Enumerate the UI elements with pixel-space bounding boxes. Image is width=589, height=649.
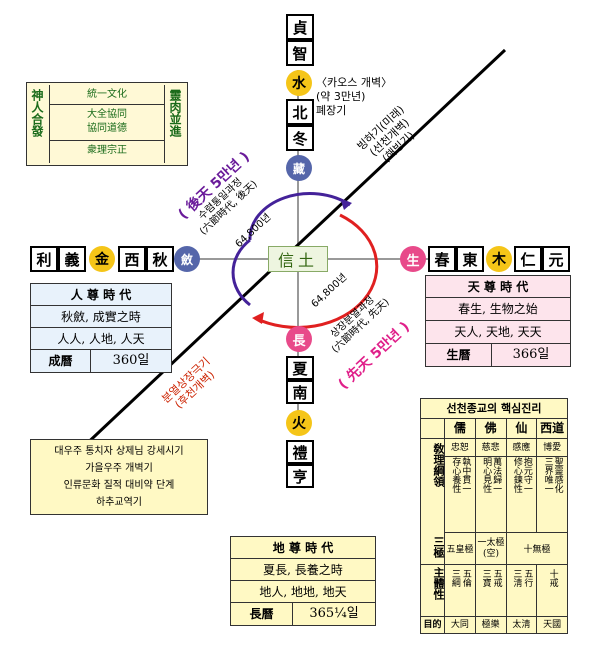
north-char-dong: 冬: [286, 125, 314, 151]
r1-c1: 忠恕: [445, 439, 476, 456]
earth-calendar: 長曆: [231, 603, 293, 625]
jungri-jongjeong: 衆理宗正: [87, 145, 127, 156]
west-char-ui: 義: [58, 246, 86, 272]
saeng-circle: 生: [400, 246, 426, 272]
north-char-ji: 智: [286, 40, 314, 66]
earth-days: 365¼일: [309, 606, 359, 621]
r1-c3: 感應: [507, 439, 538, 456]
great-cooperation: 大全協同協同道德: [50, 105, 164, 141]
r3-c2: 一太極(空): [476, 533, 507, 564]
r4-c3b: 五行: [522, 569, 533, 587]
col-seodo: 西道: [540, 421, 565, 435]
heaven-era-title: 天 尊 時 代: [426, 276, 570, 298]
r5-c2: 極樂: [476, 617, 507, 633]
r2-c1a: 存心養性: [450, 457, 461, 493]
r4-c2a: 三寶: [480, 569, 491, 587]
human-calendar: 成曆: [31, 350, 91, 372]
north-char-buk: 北: [286, 99, 314, 125]
col-seon: 仙: [507, 419, 538, 438]
human-days: 360일: [112, 353, 150, 368]
fire-circle: 火: [286, 410, 312, 436]
sinin-label: 神人合發: [30, 89, 44, 137]
unified-culture: 統一文化: [50, 85, 164, 105]
east-char-won: 元: [542, 246, 570, 272]
r2-c4b: 聖靈感化: [552, 457, 563, 493]
earth-era-row2: 地人, 地地, 地天: [231, 581, 375, 603]
east-char-chun: 春: [428, 246, 456, 272]
note-box: 대우주 통치자 상제님 강세시기 가을우주 개벽기 인류문화 질적 대비약 단계…: [30, 439, 208, 515]
r4-c1a: 三綱: [449, 569, 460, 587]
col-ru: 儒: [445, 419, 476, 438]
center-sinto: 信土: [268, 246, 328, 272]
human-era-row2: 人人, 人地, 人天: [31, 328, 171, 350]
note-line-4: 하추교역기: [96, 497, 142, 508]
r3-c1: 五皇極: [445, 533, 476, 564]
west-char-seo: 西: [118, 246, 146, 272]
r2-c2b: 萬法歸一: [491, 457, 502, 493]
r4-c2b: 五戒: [491, 569, 502, 587]
east-char-in: 仁: [514, 246, 542, 272]
water-circle: 水: [286, 70, 312, 96]
doctrine-label: 敎理綱領: [421, 439, 445, 535]
earth-era-box: 地 尊 時 代 夏長, 長養之時 地人, 地地, 地天 長曆 365¼일: [230, 536, 376, 626]
r5-c3: 太淸: [507, 617, 538, 633]
r3-c3: 十無極: [523, 545, 551, 555]
human-era-title: 人 尊 時 代: [31, 284, 171, 306]
r4-c1b: 五倫: [460, 569, 471, 587]
north-char-jeong: 貞: [286, 14, 314, 40]
chaos-label: 〈카오스 개벽〉(약 3만년)폐장기: [316, 76, 393, 117]
r1-c4: 博愛: [543, 443, 562, 453]
west-char-chu: 秋: [146, 246, 174, 272]
subject-label: 主體性: [421, 565, 445, 616]
ryeom-circle: 斂: [174, 246, 200, 272]
three-poles-label: 三極: [421, 533, 445, 564]
r5-c1: 大同: [445, 617, 476, 633]
r4-c4: 十戒: [547, 569, 558, 587]
earth-era-title: 地 尊 時 代: [231, 537, 375, 559]
south-char-ye: 禮: [286, 440, 314, 464]
r2-c3b: 抱元守一: [521, 457, 532, 493]
r2-c4a: 三界唯一: [542, 457, 553, 493]
south-char-hyeong: 亨: [286, 464, 314, 488]
note-line-3: 인류문화 질적 대비약 단계: [63, 480, 175, 491]
note-line-1: 대우주 통치자 상제님 강세시기: [54, 446, 184, 457]
r2-c3a: 修心鍊性: [511, 457, 522, 493]
human-era-box: 人 尊 時 代 秋斂, 成實之時 人人, 人地, 人天 成曆 360일: [30, 283, 172, 373]
col-bul: 佛: [476, 419, 507, 438]
wood-circle: 木: [486, 246, 512, 272]
purpose-label: 目的: [421, 617, 445, 633]
note-line-2: 가을우주 개벽기: [85, 463, 153, 474]
yeongyuk-label: 靈肉並進: [168, 89, 182, 137]
heaven-era-box: 天 尊 時 代 春生, 生物之始 天人, 天地, 天天 生曆 366일: [425, 275, 571, 367]
east-char-dong: 東: [456, 246, 484, 272]
core-truth-table: 선천종교의 핵심진리 儒 佛 仙 西道 敎理綱領 忠恕 慈悲 感應 博愛 存心養…: [420, 398, 568, 634]
west-char-ri: 利: [30, 246, 58, 272]
jang-circle: 藏: [286, 155, 312, 181]
south-char-ha: 夏: [286, 356, 314, 380]
r1-c2: 慈悲: [476, 439, 507, 456]
heaven-days: 366일: [512, 347, 550, 362]
heaven-era-row1: 春生, 生物之始: [426, 298, 570, 321]
earth-era-row1: 夏長, 長養之時: [231, 559, 375, 581]
south-char-nam: 南: [286, 380, 314, 404]
r2-c2a: 明心見性: [481, 457, 492, 493]
jang-pink-circle: 長: [286, 326, 312, 352]
r4-c3a: 三淸: [511, 569, 522, 587]
sinin-box: 神人合發 靈肉並進 統一文化 大全協同協同道德 衆理宗正: [26, 82, 188, 166]
heaven-era-row2: 天人, 天地, 天天: [426, 321, 570, 344]
r2-c1b: 執中貫一: [460, 457, 471, 493]
heaven-calendar: 生曆: [426, 344, 492, 366]
r5-c4: 天國: [543, 620, 562, 630]
metal-circle: 金: [89, 246, 115, 272]
human-era-row1: 秋斂, 成實之時: [31, 306, 171, 328]
core-title: 선천종교의 핵심진리: [421, 399, 567, 419]
